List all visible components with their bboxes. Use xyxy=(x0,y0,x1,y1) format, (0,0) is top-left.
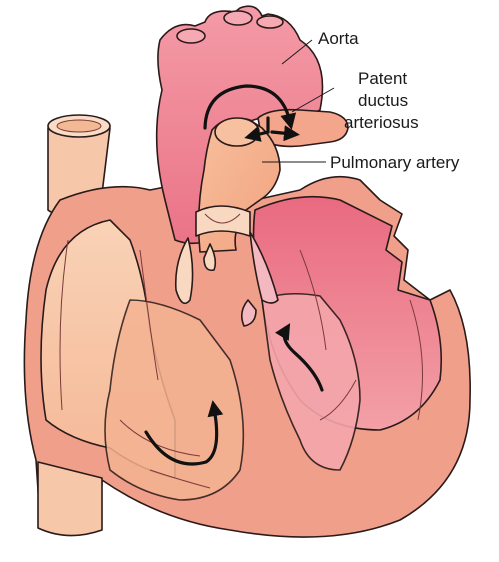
pulmonary-valve xyxy=(196,206,250,236)
label-pulmonary-artery: Pulmonary artery xyxy=(330,153,460,172)
label-aorta: Aorta xyxy=(318,29,359,48)
label-pda-line2: ductus xyxy=(358,91,408,110)
label-pda-line1: Patent xyxy=(358,69,407,88)
ductus-flow-right-arrow xyxy=(272,132,292,134)
label-pda-line3: arteriosus xyxy=(344,113,419,132)
